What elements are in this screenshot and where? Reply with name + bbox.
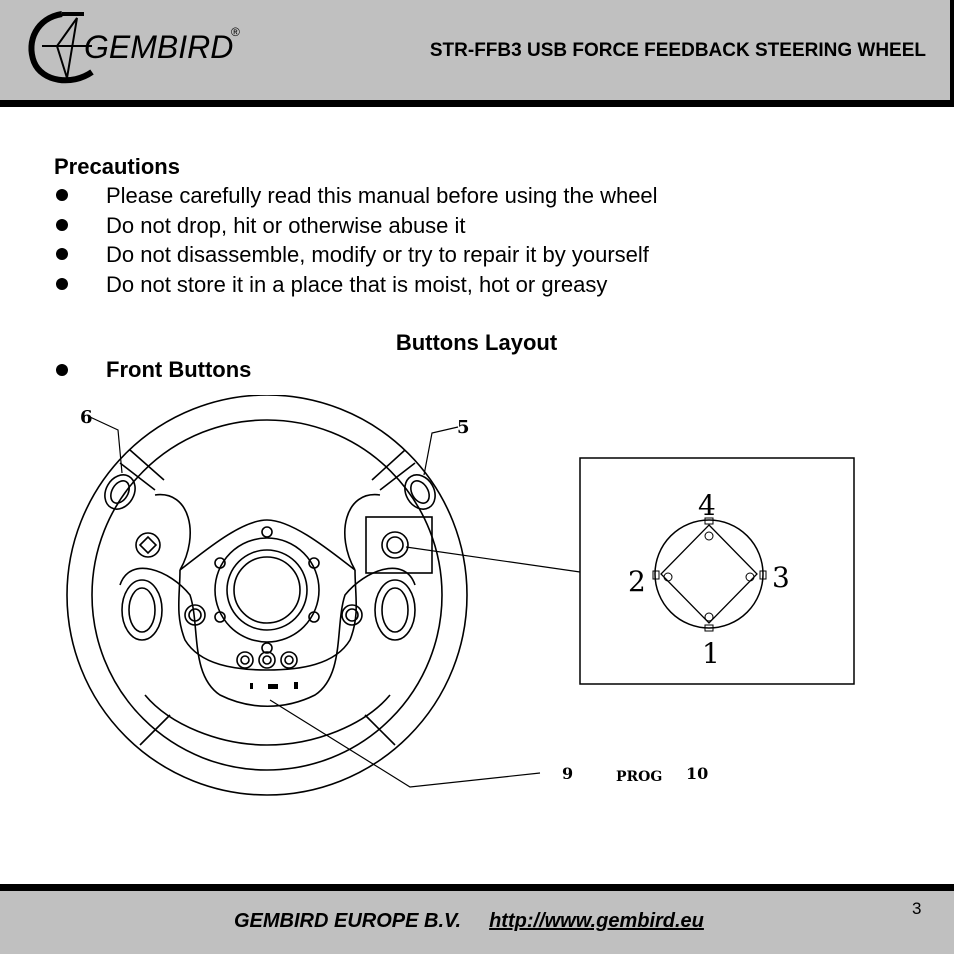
list-item: Do not store it in a place that is moist…	[54, 270, 914, 300]
callout-lines	[89, 416, 581, 788]
list-item: Do not disassemble, modify or try to rep…	[54, 240, 914, 270]
registered-mark: ®	[231, 25, 240, 39]
dpad-4-label: 4	[698, 489, 716, 522]
callout-9-label: 9	[562, 764, 573, 783]
brand-text: GEMBIRD	[84, 29, 233, 65]
footer-divider	[0, 884, 954, 891]
steering-wheel-diagram: 6 5 4 2 3 1 9 PROG 10	[66, 395, 855, 796]
list-item: Please carefully read this manual before…	[54, 181, 914, 211]
dpad-3-label: 3	[772, 561, 790, 594]
indicator-mark	[294, 682, 298, 689]
callout-prog-label: PROG	[616, 769, 662, 785]
document-title: STR-FFB3 USB FORCE FEEDBACK STEERING WHE…	[429, 40, 926, 61]
main-content: Precautions Please carefully read this m…	[54, 153, 914, 382]
page-number: 3	[912, 899, 922, 918]
dpad-2-label: 2	[628, 565, 646, 598]
front-buttons-title: Front Buttons	[54, 356, 251, 384]
header-divider	[0, 100, 954, 107]
precautions-title: Precautions	[54, 154, 180, 179]
gembird-logo: GEMBIRD ®	[28, 11, 240, 84]
callout-10-label: 10	[686, 764, 708, 783]
dpad-1-label: 1	[702, 637, 720, 670]
callout-6-label: 6	[80, 407, 93, 428]
footer-text: GEMBIRD EUROPE B.V. http://www.gembird.eu	[234, 910, 704, 933]
wheel-outline	[66, 395, 468, 796]
buttons-layout-title: Buttons Layout	[395, 330, 558, 355]
indicator-mark	[250, 683, 253, 689]
callout-5-label: 5	[457, 417, 470, 438]
company-name: GEMBIRD EUROPE B.V.	[234, 910, 462, 932]
page-footer: GEMBIRD EUROPE B.V. http://www.gembird.eu…	[0, 891, 954, 954]
list-item: Do not drop, hit or otherwise abuse it	[54, 211, 914, 241]
bullet-icon	[56, 364, 68, 376]
dpad-detail-inset: 4 2 3 1	[579, 457, 855, 685]
precautions-list: Please carefully read this manual before…	[54, 181, 914, 299]
front-buttons-label: Front Buttons	[106, 357, 252, 382]
page-header: GEMBIRD ® STR-FFB3 USB FORCE FEEDBACK ST…	[0, 0, 954, 100]
website-link[interactable]: http://www.gembird.eu	[489, 910, 704, 932]
indicator-mark	[268, 684, 278, 689]
